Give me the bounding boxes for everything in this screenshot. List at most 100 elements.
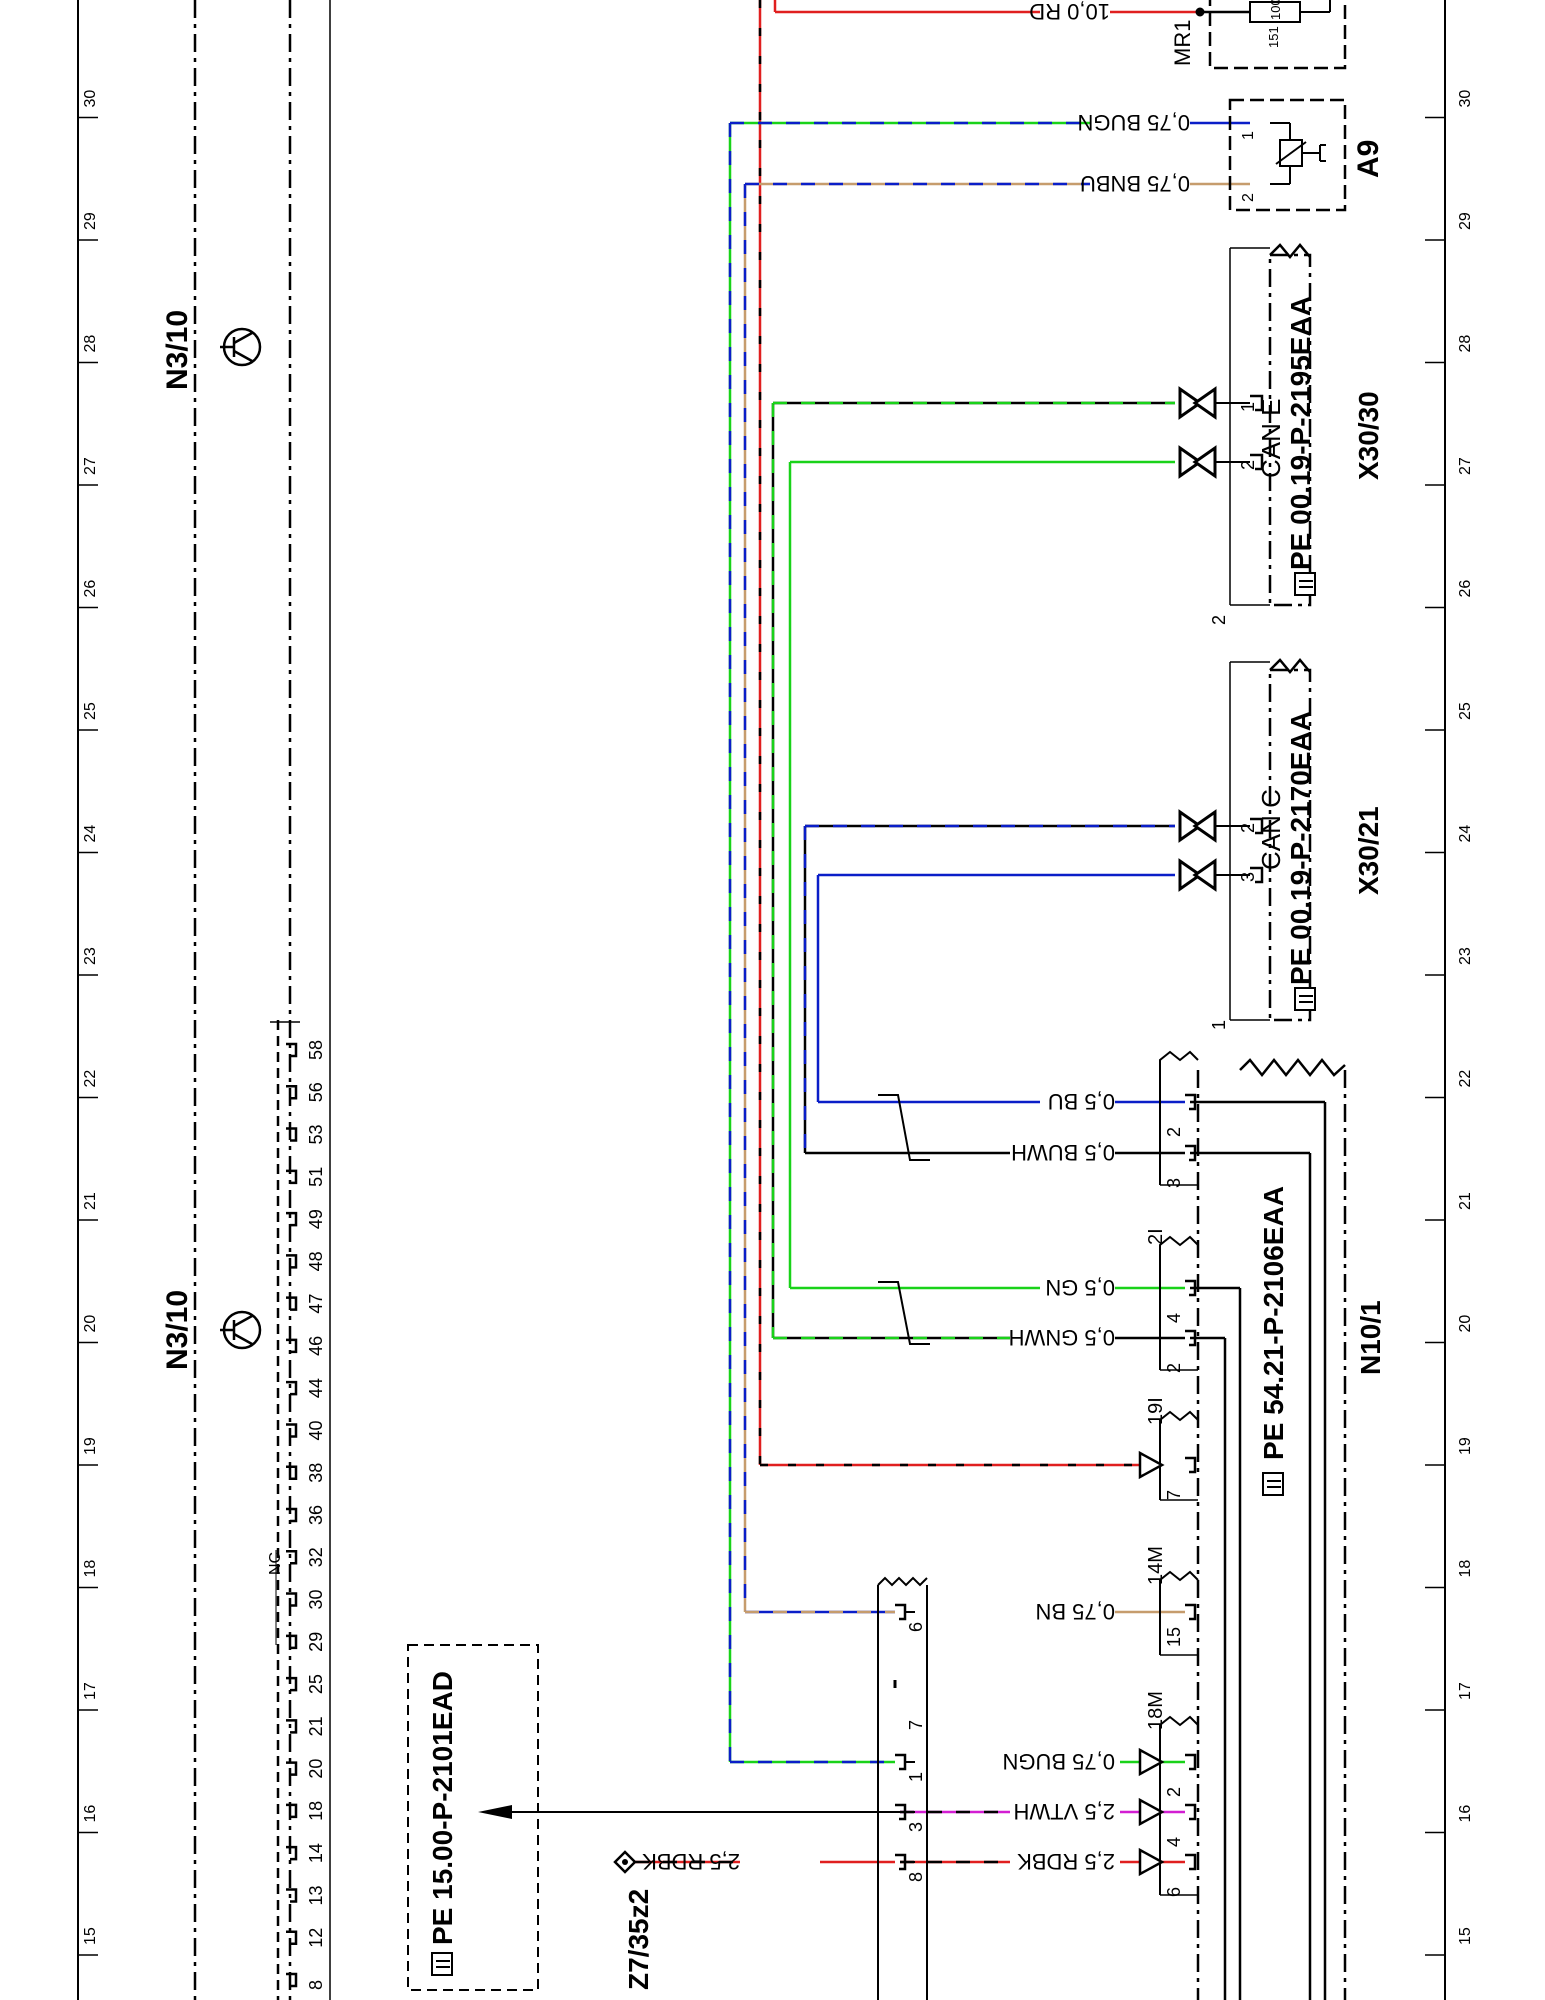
- wire-label: 0,5 GN: [1045, 1275, 1115, 1300]
- pin-number: 36: [306, 1505, 326, 1525]
- pin-number: 15: [1164, 1627, 1184, 1647]
- n10-1-pin-block: 32: [1159, 1050, 1199, 1188]
- connector-pin: 2: [1238, 460, 1258, 470]
- pin-number: 49: [306, 1209, 326, 1229]
- mr1-component: [1195, 0, 1347, 70]
- pin-strip-pin: 14: [286, 1843, 326, 1863]
- reference-text: PE 15.00-P-2101EAD: [427, 1671, 458, 1945]
- n3-10-label-top: N3/10: [161, 310, 194, 390]
- connector-pin: 1: [1240, 131, 1257, 140]
- block-label: 19I: [1145, 1397, 1167, 1425]
- pin-strip-pin: 21: [286, 1716, 326, 1736]
- grid-column-number: 19: [82, 1437, 99, 1455]
- grid-column-number: 16: [1457, 1805, 1474, 1823]
- pin-number: 3: [906, 1822, 926, 1832]
- connector-name: X30/21: [1353, 806, 1384, 895]
- grid-column-number: 15: [1457, 1927, 1474, 1945]
- connector-pin: 3: [895, 1803, 926, 1832]
- pin-number: 53: [306, 1125, 326, 1145]
- wire-label: 0,5 GNWH: [1009, 1325, 1115, 1350]
- mr1-value: 100: [1268, 0, 1283, 20]
- wire-label: 2,5 RDBK: [642, 1849, 740, 1874]
- n10-1-boundary: [1196, 1057, 1347, 2000]
- pin-number: 4: [1164, 1313, 1184, 1323]
- pin-strip-pin: 46: [286, 1336, 326, 1356]
- nc-label: NC: [267, 1552, 284, 1575]
- pin-number: 7: [906, 1720, 926, 1730]
- n3-10-label-bottom: N3/10: [161, 1290, 194, 1370]
- pin-number: 40: [306, 1420, 326, 1440]
- connector-pin: 7: [893, 1680, 926, 1730]
- pin-number: 20: [306, 1759, 326, 1779]
- grid-column-number: 20: [82, 1315, 99, 1333]
- grid-column-number: 29: [82, 212, 99, 230]
- pointing-hand-icon: [431, 1952, 453, 1976]
- can-splice-arrows: [1178, 386, 1264, 892]
- wires: [635, 0, 1327, 2000]
- pin-strip-pin: 40: [286, 1420, 326, 1440]
- wire-label: 2,5 VTWH: [1014, 1799, 1115, 1824]
- pin-strip-pin: 58: [286, 1040, 326, 1060]
- pin-strip-pin: 53: [286, 1125, 326, 1145]
- grid-column-number: 23: [1457, 947, 1474, 965]
- pin-strip-pin: 30: [286, 1590, 326, 1610]
- a9-component: [1228, 98, 1347, 212]
- grid-column-number: 30: [1457, 90, 1474, 108]
- control-unit-label: N3/10: [161, 310, 194, 390]
- pin-number: 7: [1164, 1490, 1184, 1500]
- grid-column-number: 15: [82, 1927, 99, 1945]
- pin-strip-pin: 12: [286, 1928, 326, 1948]
- pin-number: 4: [1164, 1837, 1184, 1847]
- pin-number: 25: [306, 1674, 326, 1694]
- control-unit-label: N3/10: [161, 1290, 194, 1370]
- pin-number: 1: [906, 1772, 926, 1782]
- pin-number: 8: [306, 1980, 326, 1990]
- connector-pin: 8: [895, 1853, 926, 1882]
- grid-column-number: 17: [1457, 1682, 1474, 1700]
- grid-column-number: 19: [1457, 1437, 1474, 1455]
- pin-strip-pin: 32: [286, 1547, 326, 1567]
- grid-column-number: 26: [82, 580, 99, 598]
- sheet-frame: [77, 0, 1446, 2000]
- z7-label: Z7/35z2: [623, 1889, 654, 1990]
- pin-number: 18: [306, 1801, 326, 1821]
- n10-1-label: N10/1: [1355, 1300, 1386, 1375]
- pin-number: 2: [1164, 1363, 1184, 1373]
- pin-number: 2: [1164, 1787, 1184, 1797]
- mr1-label: MR1: [1170, 20, 1195, 66]
- pin-number: 3: [1164, 1178, 1184, 1188]
- pin-strip-pin: 51: [286, 1167, 326, 1187]
- pin-strip-pin: 44: [286, 1378, 326, 1398]
- grid-column-number: 27: [82, 457, 99, 475]
- transistor-symbol-icon: [220, 327, 262, 367]
- grid-column-number: 25: [82, 702, 99, 720]
- pin-strip-pin: 8: [286, 1972, 326, 1990]
- pin-strip-pin: 18: [286, 1801, 326, 1821]
- grid-column-number: 21: [82, 1192, 99, 1210]
- grid-column-number: 22: [1457, 1070, 1474, 1088]
- grid-column-number: 27: [1457, 457, 1474, 475]
- wire-label: 0,75 BNBU: [1080, 171, 1190, 196]
- pin-number: 44: [306, 1378, 326, 1398]
- connector-pin: 2: [1238, 823, 1258, 833]
- pin-number: 46: [306, 1336, 326, 1356]
- mr1-value: 151: [1266, 26, 1281, 48]
- n10-1-pin-block: 19I 7: [1138, 1397, 1199, 1501]
- grid-column-number: 25: [1457, 702, 1474, 720]
- z7-35z2-ground: Z7/35z2: [613, 1850, 654, 1990]
- pin-strip-pin: 13: [286, 1885, 326, 1905]
- x30-30-connector: [1229, 243, 1312, 607]
- pin-number: 48: [306, 1251, 326, 1271]
- pin-number: 56: [306, 1082, 326, 1102]
- grid-column-number: 30: [82, 90, 99, 108]
- splice-arrow-icon: [1178, 445, 1264, 479]
- pin-number: 38: [306, 1463, 326, 1483]
- grid-column-number: 23: [82, 947, 99, 965]
- splice-arrow-icon: [1178, 386, 1264, 420]
- pin-strip-pin: 29: [286, 1632, 326, 1652]
